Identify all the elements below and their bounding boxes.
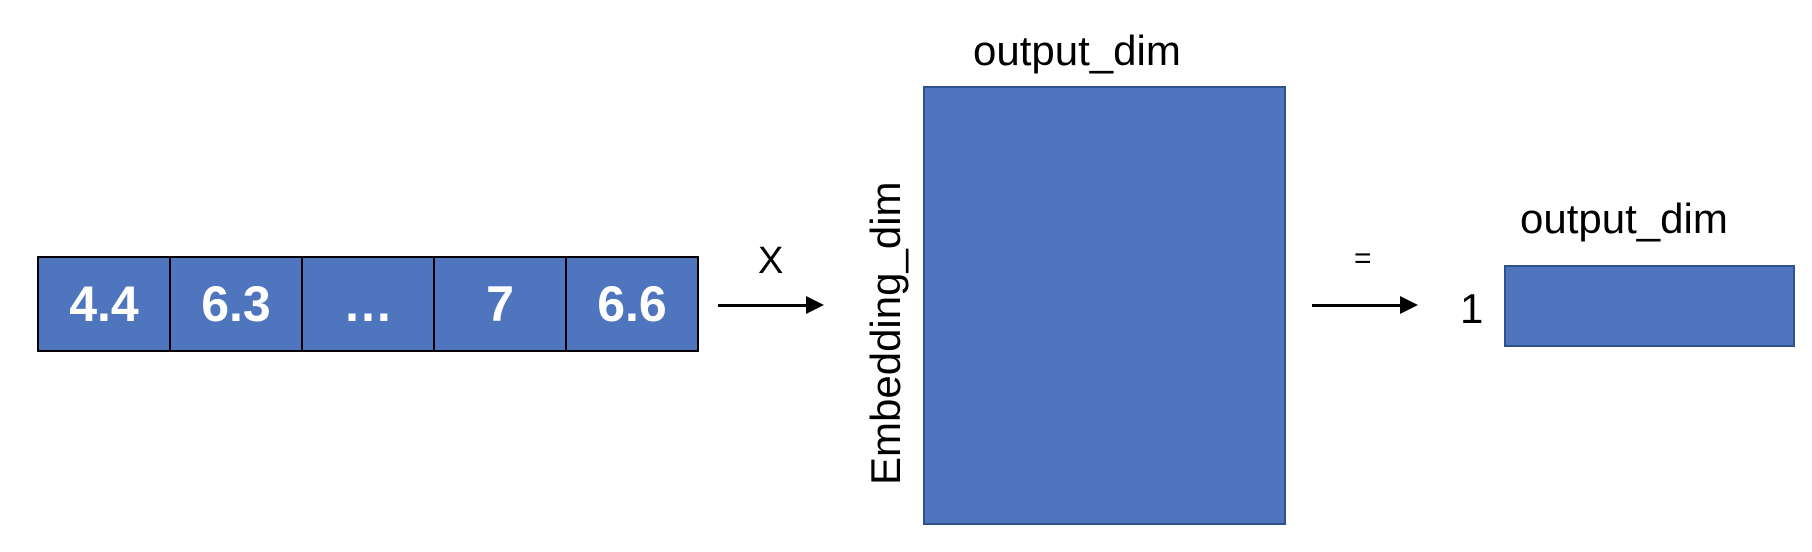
result-top-label: output_dim xyxy=(1520,195,1728,242)
matrix-side-label: Embedding_dim xyxy=(862,181,909,485)
result-side-label: 1 xyxy=(1460,285,1484,332)
vector-cell: … xyxy=(303,258,435,350)
embedding-matrix xyxy=(923,86,1286,525)
multiply-arrow xyxy=(718,296,824,314)
matrix-top-label: output_dim xyxy=(973,27,1181,74)
equals-arrow xyxy=(1312,296,1418,314)
input-vector: 4.4 6.3 … 7 6.6 xyxy=(37,256,699,352)
vector-cell: 7 xyxy=(435,258,567,350)
multiply-operator: X xyxy=(758,240,784,282)
vector-cell: 6.3 xyxy=(171,258,303,350)
vector-cell: 6.6 xyxy=(597,276,667,332)
vector-cell: 4.4 xyxy=(39,258,171,350)
result-vector xyxy=(1504,265,1795,347)
equals-operator: = xyxy=(1354,242,1372,275)
